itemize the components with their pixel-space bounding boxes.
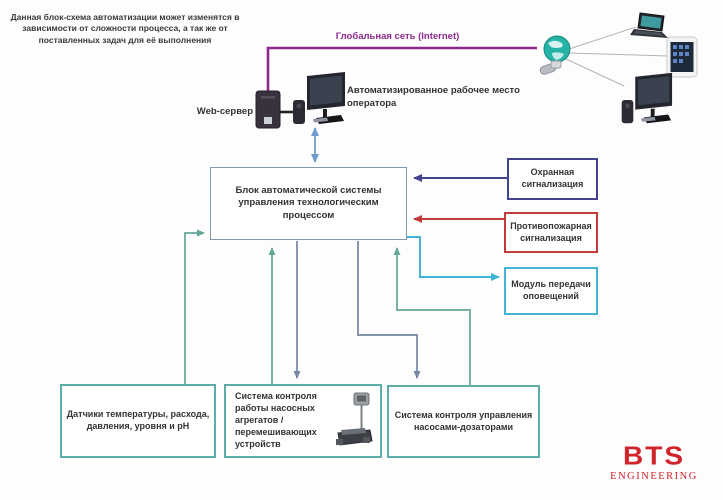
globe-icon <box>538 34 572 80</box>
bts-logo-title: BTS <box>623 441 685 470</box>
tablet-icon <box>666 36 699 78</box>
pump-control-block: Система контроля работы насосных агрегат… <box>224 384 382 458</box>
web-server-icon <box>253 90 283 130</box>
remote-desktop-icon <box>612 72 674 126</box>
fire-alarm-block: Противопожарная сигнализация <box>504 212 598 253</box>
security-alarm-block: Охранная сигнализация <box>507 158 598 200</box>
internet-network-label: Глобальная сеть (Internet) <box>335 31 460 42</box>
bts-logo-subtitle: ENGINEERING <box>610 471 698 482</box>
control-system-label: Блок автоматической системы управления т… <box>235 184 382 221</box>
security-alarm-label: Охранная сигнализация <box>521 167 584 189</box>
web-server-label: Web-сервер <box>196 106 253 117</box>
notification-module-block: Модуль передачи оповещений <box>504 267 598 315</box>
sensors-block: Датчики температуры, расхода, давления, … <box>60 384 216 458</box>
fire-alarm-label: Противопожарная сигнализация <box>510 220 592 243</box>
pump-mixer-icon <box>332 391 374 455</box>
notification-module-label: Модуль передачи оповещений <box>511 279 591 301</box>
pump-control-label: Система контроля работы насосных агрегат… <box>235 391 317 449</box>
sensors-label: Датчики температуры, расхода, давления, … <box>66 409 210 431</box>
dosing-control-block: Система контроля управления насосами-доз… <box>387 385 540 458</box>
control-system-block: Блок автоматической системы управления т… <box>210 167 407 240</box>
laptop-icon <box>628 11 672 43</box>
operator-workstation-label: Автоматизированное рабочее место операто… <box>347 85 520 109</box>
bts-logo: BTS ENGINEERING <box>604 442 704 482</box>
dosing-control-label: Система контроля управления насосами-доз… <box>394 409 533 432</box>
diagram-note: Данная блок-схема автоматизации может из… <box>10 12 240 45</box>
operator-workstation-icon <box>283 72 347 126</box>
